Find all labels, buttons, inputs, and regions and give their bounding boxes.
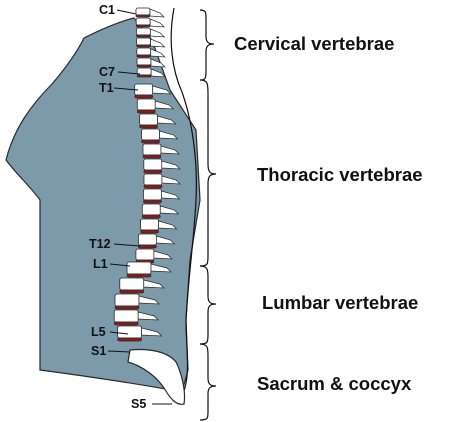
brace-cervical [199, 9, 215, 81]
thoracic-vertebra [143, 188, 162, 201]
leader-l5 [109, 331, 129, 335]
sacrum-shape [127, 348, 186, 405]
cervical-vertebra [135, 7, 151, 16]
spinous-process [156, 235, 176, 245]
thoracic-vertebra [143, 158, 163, 171]
intervertebral-disc [136, 74, 152, 78]
intervertebral-disc [134, 94, 154, 99]
spinous-process [150, 68, 167, 78]
intervertebral-disc [142, 154, 162, 159]
intervertebral-disc [140, 229, 159, 234]
spinous-process [150, 28, 166, 38]
intervertebral-disc [139, 124, 158, 129]
spinous-process [138, 295, 160, 305]
spinous-process [154, 100, 175, 110]
label-t1: T1 [99, 81, 114, 95]
intervertebral-disc [135, 14, 151, 18]
spinous-process [143, 279, 165, 289]
spinous-process [158, 220, 178, 230]
brace-lumbar [199, 265, 217, 345]
leader-c1 [116, 9, 137, 15]
spinous-process [149, 8, 165, 18]
label-l1: L1 [93, 257, 108, 271]
intervertebral-disc [113, 321, 139, 326]
back-outline [170, 7, 197, 401]
label-s5: S5 [131, 397, 146, 411]
intervertebral-disc [114, 305, 140, 310]
spinal-column [113, 7, 181, 342]
thoracic-vertebra [139, 113, 158, 126]
brace-sacrum [199, 343, 217, 421]
region-thoracic-label: Thoracic vertebrae [257, 164, 423, 185]
spinous-process [161, 175, 181, 185]
spinous-process [152, 85, 172, 95]
intervertebral-disc [143, 199, 162, 204]
thoracic-vertebra [143, 173, 163, 186]
label-l5: L5 [91, 325, 106, 339]
intervertebral-disc [119, 289, 145, 294]
lumbar-vertebra [126, 261, 152, 275]
intervertebral-disc [141, 214, 161, 219]
spinous-process [150, 263, 172, 273]
region-cervical-label: Cervical vertebrae [234, 33, 394, 54]
intervertebral-disc [143, 169, 163, 174]
intervertebral-disc [137, 244, 157, 249]
lumbar-vertebra [117, 325, 142, 339]
thoracic-vertebra [136, 98, 156, 111]
lumbar-vertebra [114, 293, 140, 307]
cervical-vertebra [136, 47, 152, 56]
intervertebral-disc [117, 337, 142, 342]
thoracic-vertebra [140, 218, 159, 231]
leader-c7 [117, 71, 141, 75]
cervical-vertebra [135, 17, 151, 26]
label-c1: C1 [99, 3, 115, 17]
cervical-vertebra [136, 57, 152, 66]
intervertebral-disc [136, 54, 152, 58]
spinous-process [159, 205, 180, 215]
leader-t12 [113, 243, 141, 247]
spinous-process [141, 327, 163, 337]
thoracic-vertebra [141, 203, 161, 216]
lumbar-vertebra [119, 277, 145, 291]
spinous-process [150, 58, 166, 68]
thoracic-vertebra [135, 248, 155, 261]
thoracic-vertebra [142, 143, 162, 156]
spinous-process [159, 130, 179, 140]
spinous-process [161, 160, 181, 170]
lumbar-vertebra [113, 309, 139, 323]
cervical-vertebra [135, 27, 151, 36]
spinous-process [150, 38, 166, 48]
intervertebral-disc [143, 184, 163, 189]
spinous-process [157, 115, 177, 125]
cervical-vertebra [136, 37, 151, 46]
intervertebral-disc [126, 273, 152, 278]
label-s1: S1 [91, 344, 106, 358]
intervertebral-disc [135, 24, 151, 28]
intervertebral-disc [141, 139, 160, 144]
label-t12: T12 [89, 237, 111, 251]
leader-lines [107, 9, 172, 405]
intervertebral-disc [136, 109, 156, 114]
leader-s1 [107, 350, 131, 353]
leader-t1 [113, 87, 139, 91]
spinous-process [150, 48, 166, 58]
spinous-process [160, 145, 180, 155]
intervertebral-disc [136, 44, 151, 48]
leader-l1 [109, 263, 131, 267]
thoracic-vertebra [141, 128, 160, 141]
thoracic-vertebra [137, 233, 157, 246]
brace-thoracic [199, 79, 217, 267]
spinous-process [161, 190, 181, 200]
spinous-process [149, 18, 166, 28]
intervertebral-disc [135, 34, 151, 38]
region-sacrum-label: Sacrum & coccyx [257, 373, 412, 394]
intervertebral-disc [136, 64, 152, 68]
region-lumbar-label: Lumbar vertebrae [262, 292, 418, 313]
label-c7: C7 [99, 65, 115, 79]
spinous-process [153, 250, 173, 260]
spinous-process [137, 311, 160, 321]
